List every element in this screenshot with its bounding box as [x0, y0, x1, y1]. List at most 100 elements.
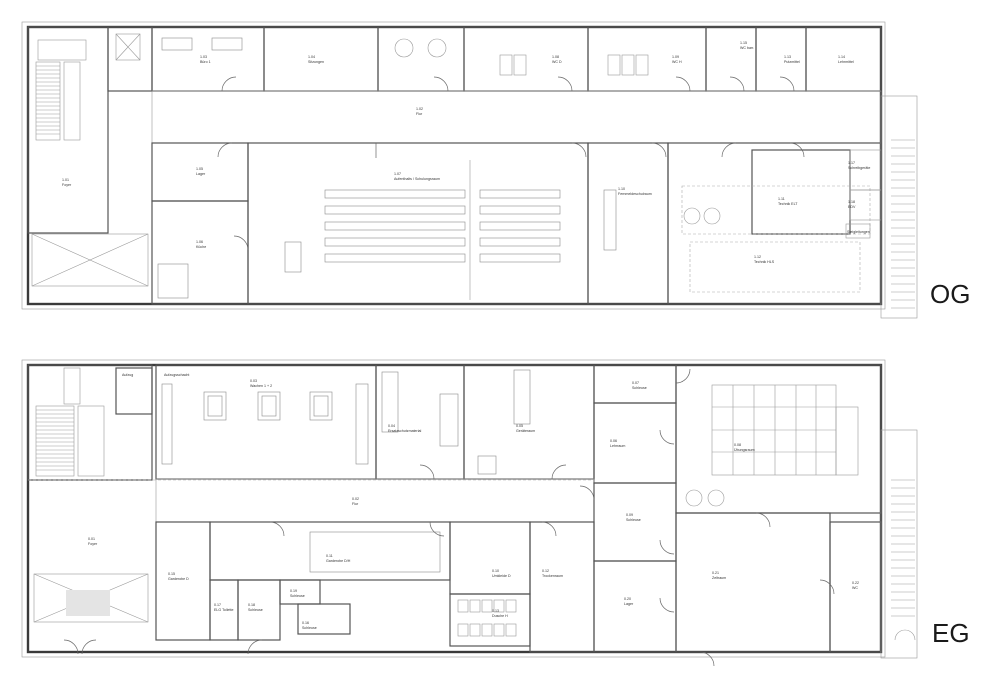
og-wc-cubicles — [499, 54, 649, 76]
eg-label-0.11: 0.11 — [326, 554, 333, 558]
eg-outer-facade — [21, 359, 886, 658]
og-landing — [377, 26, 465, 92]
eg-label-0.21-name: Zeltraum — [712, 576, 726, 580]
og-label-1.12: 1.12 — [754, 255, 761, 259]
eg-label-0.15: 0.15 — [168, 572, 175, 576]
eg-label-0.03: 0.03 — [250, 379, 257, 383]
og-room-1.15 — [705, 26, 757, 92]
og-label-1.05-name: Lager — [196, 172, 206, 176]
eg-label-0.03-name: Wachen 1 + 2 — [250, 384, 272, 388]
og-doors — [217, 76, 805, 251]
eg-room-0.10 — [449, 521, 531, 595]
og-label-1.07: 1.07 — [394, 172, 401, 176]
eg-label-0.02: 0.02 — [352, 497, 359, 501]
og-room-1.03 — [151, 26, 265, 92]
eg-label-0.10: 0.10 — [492, 569, 499, 573]
eg-label-0.19-name: Schleuse — [290, 594, 305, 598]
eg-room-0.15 — [155, 521, 211, 641]
og-room-1.06 — [151, 200, 249, 305]
og-exterior-stair — [880, 95, 918, 319]
eg-label-0.10-name: Umkleide D — [492, 574, 511, 578]
eg-label-0.22-name: WC — [852, 586, 858, 590]
og-label-1.17-name: Schreibgeräte — [848, 166, 870, 170]
og-label-1.08-name: WC D — [552, 60, 562, 64]
og-label-1.18-name: EDV — [848, 205, 856, 209]
eg-label-0.06: 0.06 — [610, 439, 617, 443]
og-label-1.11-name: Technik ELT — [778, 202, 798, 206]
eg-label-0.18: 0.18 — [248, 603, 255, 607]
eg-label-0.07: 0.07 — [632, 381, 639, 385]
eg-label-0.05-name: Geräteraum — [516, 429, 535, 433]
og-corridor — [151, 90, 882, 144]
og-label-1.07-name: Aufenthalts / Schulungsraum — [394, 177, 440, 181]
eg-label-0.06-name: Lehrraum — [610, 444, 625, 448]
eg-room-0.03 — [155, 364, 377, 480]
eg-room-0.14 — [449, 593, 531, 647]
eg-vehicle-bays — [161, 383, 369, 465]
eg-label-0.16: 0.16 — [302, 621, 309, 625]
og-floor-plan: 1.01 Foyer 1.02 Flur 1.03 Büro 1 1.04 Si… — [21, 21, 970, 319]
eg-label-0.17: 0.17 — [214, 603, 221, 607]
eg-room-0.12 — [529, 521, 595, 653]
eg-label-0.18-name: Schleuse — [248, 608, 263, 612]
og-classroom-desks — [284, 189, 561, 273]
eg-room-0.20 — [593, 560, 677, 653]
eg-room-0.08 — [675, 364, 882, 514]
eg-stair-left — [27, 364, 153, 481]
og-label-1.10: 1.10 — [618, 187, 625, 191]
og-room-1.07 — [247, 142, 589, 305]
og-room-1.12 — [689, 241, 861, 293]
og-room-1.13 — [755, 26, 807, 92]
eg-label-0.16-name: Schleuse — [302, 626, 317, 630]
eg-floor-plan: Aufzug Aufzugsschacht — [21, 359, 970, 667]
eg-doors — [63, 368, 835, 667]
og-label-1.01-name: Foyer — [62, 183, 72, 187]
eg-label-0.05: 0.05 — [516, 424, 523, 428]
eg-label-0.08: 0.08 — [734, 443, 741, 447]
eg-label-0.04: 0.04 — [388, 424, 395, 428]
eg-label-0.21: 0.21 — [712, 571, 719, 575]
eg-level-label: EG — [932, 618, 970, 648]
og-label-1.18: 1.18 — [848, 200, 855, 204]
og-label-1.01: 1.01 — [62, 178, 69, 182]
eg-label-0.20: 0.20 — [624, 597, 631, 601]
eg-label-0.12-name: Trockenraum — [542, 574, 563, 578]
eg-room-0.04 — [375, 364, 465, 480]
eg-label-0.13: 0.13 — [492, 609, 499, 613]
og-label-1.08: 1.08 — [552, 55, 559, 59]
og-stair-left — [27, 26, 109, 234]
eg-label-0.02-name: Flur — [352, 502, 359, 506]
og-storage-box — [845, 223, 871, 239]
eg-label-0.13-name: Dusche H — [492, 614, 508, 618]
eg-exterior-stair — [880, 429, 918, 659]
og-label-1.11: 1.11 — [778, 197, 785, 201]
og-room-labels: 1.01 Foyer 1.02 Flur 1.03 Büro 1 1.04 Si… — [62, 41, 870, 264]
eg-mat-grid — [685, 384, 859, 507]
eg-room-0.21 — [675, 512, 831, 653]
eg-label-0.17-name: ELG Tollette — [214, 608, 234, 612]
og-label-1.09-name: WC H — [672, 60, 682, 64]
eg-label-0.09-name: Schleuse — [626, 518, 641, 522]
og-room-1.17 — [849, 149, 882, 191]
og-room-1.11 — [751, 149, 851, 235]
og-label-1.10-name: Fernmeldeschulraum — [618, 192, 652, 196]
eg-label-0.22: 0.22 — [852, 581, 859, 585]
og-room-1.04 — [263, 26, 379, 92]
og-label-1.02-name: Flur — [416, 112, 423, 116]
eg-label-lift-top: Aufzugsschacht — [164, 373, 189, 377]
og-label-1.14-name: Lehrmittel — [838, 60, 854, 64]
eg-label-0.20-name: Lager — [624, 602, 634, 606]
eg-label-lift: Aufzug — [122, 373, 133, 377]
og-level-label: OG — [930, 279, 970, 309]
og-label-1.05: 1.05 — [196, 167, 203, 171]
og-label-1.12-name: Technik HLS — [754, 260, 775, 264]
eg-room-0.19 — [279, 579, 321, 605]
og-label-1.06-name: Küche — [196, 245, 206, 249]
og-label-1.03: 1.03 — [200, 55, 207, 59]
og-label-storage: Steigleitungen — [847, 230, 870, 234]
eg-room-0.05 — [463, 364, 595, 480]
og-outer-facade — [21, 21, 886, 310]
og-lift-shaft — [107, 26, 153, 92]
eg-room-0.06 — [593, 402, 677, 484]
